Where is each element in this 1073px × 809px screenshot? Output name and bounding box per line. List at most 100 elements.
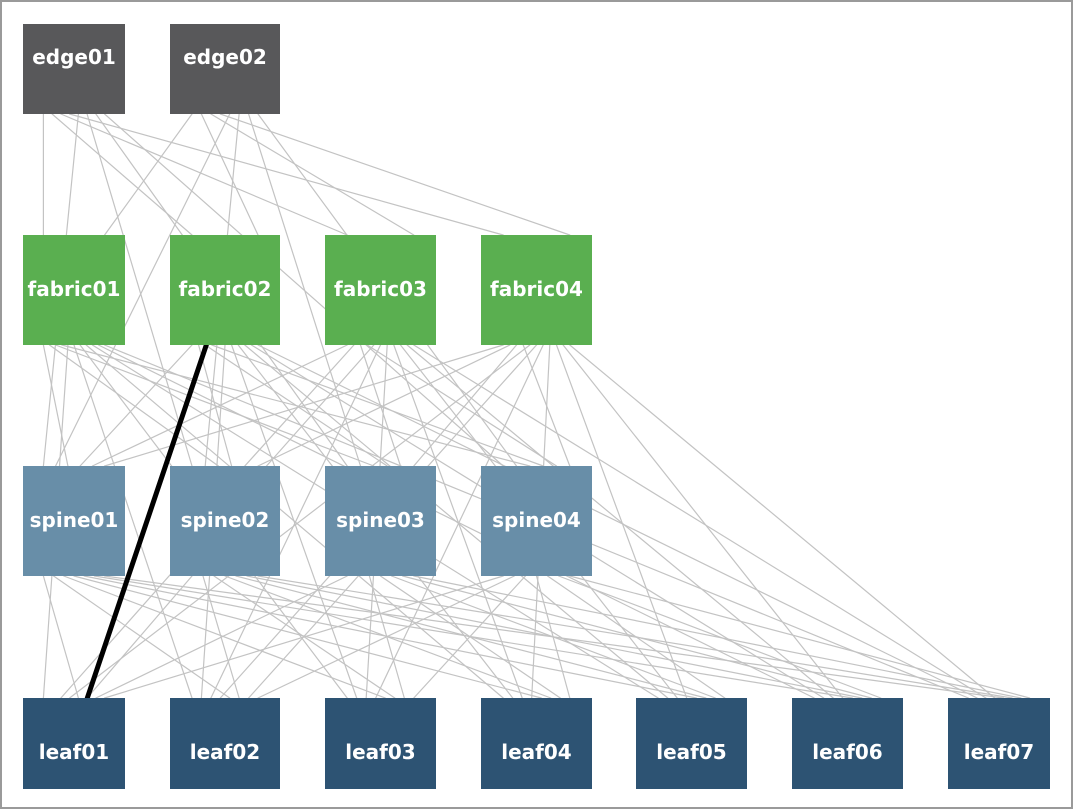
node-box-fabric04[interactable] <box>481 235 592 345</box>
node-label-spine01: spine01 <box>30 508 119 532</box>
node-box-leaf05[interactable] <box>636 698 747 789</box>
link-spine01-leaf05 <box>83 575 697 699</box>
link-spine04-leaf06 <box>558 575 882 699</box>
link-fabric02-spine03 <box>204 344 388 467</box>
link-edge01-fabric04 <box>68 113 504 236</box>
link-fabric02-leaf07 <box>257 344 978 699</box>
link-spine01-leaf02 <box>52 575 231 699</box>
node-label-edge02: edge02 <box>183 45 267 69</box>
node-fabric03[interactable]: fabric03 <box>325 235 436 345</box>
link-spine03-leaf07 <box>413 575 1022 699</box>
link-spine03-leaf01 <box>95 575 348 699</box>
node-box-fabric01[interactable] <box>23 235 125 345</box>
node-label-leaf04: leaf04 <box>501 740 571 764</box>
link-edge01-fabric03 <box>60 113 348 236</box>
highlighted-link-fabric02-leaf01 <box>84 342 209 701</box>
node-label-fabric03: fabric03 <box>334 277 427 301</box>
node-box-fabric02[interactable] <box>170 235 280 345</box>
link-fabric01-spine02 <box>48 344 219 467</box>
link-edge02-fabric03 <box>210 113 415 236</box>
node-edge01[interactable]: edge01 <box>23 24 125 114</box>
link-edge02-fabric04 <box>219 113 571 236</box>
link-fabric02-spine04 <box>211 344 544 467</box>
link-fabric03-leaf06 <box>406 344 834 699</box>
link-spine01-leaf01 <box>42 575 80 699</box>
link-fabric02-spine02 <box>198 344 233 467</box>
links-layer <box>42 113 1031 699</box>
node-label-leaf01: leaf01 <box>39 740 109 764</box>
node-fabric02[interactable]: fabric02 <box>170 235 280 345</box>
node-box-fabric03[interactable] <box>325 235 436 345</box>
link-fabric04-leaf05 <box>555 344 688 699</box>
node-box-spine03[interactable] <box>325 466 436 576</box>
link-spine02-leaf04 <box>224 575 552 699</box>
node-label-leaf07: leaf07 <box>964 740 1034 764</box>
node-leaf05[interactable]: leaf05 <box>636 698 747 789</box>
node-label-spine03: spine03 <box>336 508 425 532</box>
node-leaf07[interactable]: leaf07 <box>948 698 1050 789</box>
node-box-spine04[interactable] <box>481 466 592 576</box>
node-label-edge01: edge01 <box>32 45 116 69</box>
node-box-leaf02[interactable] <box>170 698 280 789</box>
node-box-spine02[interactable] <box>170 466 280 576</box>
node-spine03[interactable]: spine03 <box>325 466 436 576</box>
node-spine04[interactable]: spine04 <box>481 466 592 576</box>
node-box-leaf07[interactable] <box>948 698 1050 789</box>
link-edge01-spine02 <box>86 113 193 467</box>
node-box-edge01[interactable] <box>23 24 125 114</box>
link-edge01-fabric02 <box>51 113 193 236</box>
node-label-fabric01: fabric01 <box>28 277 121 301</box>
link-fabric02-leaf03 <box>231 344 358 699</box>
node-box-leaf06[interactable] <box>792 698 903 789</box>
link-edge02-spine03 <box>248 113 362 467</box>
node-label-leaf05: leaf05 <box>656 740 726 764</box>
link-spine04-leaf04 <box>535 575 571 699</box>
link-fabric03-leaf02 <box>210 344 382 699</box>
node-leaf04[interactable]: leaf04 <box>481 698 592 789</box>
link-spine04-leaf01 <box>103 575 504 699</box>
link-fabric02-leaf05 <box>244 344 669 699</box>
node-box-leaf03[interactable] <box>325 698 436 789</box>
link-fabric03-spine02 <box>244 344 355 467</box>
node-leaf01[interactable]: leaf01 <box>23 698 125 789</box>
link-edge01-spine04 <box>103 113 504 467</box>
node-label-spine04: spine04 <box>492 508 581 532</box>
node-label-leaf02: leaf02 <box>190 740 260 764</box>
link-fabric03-spine01 <box>91 344 348 467</box>
node-label-fabric02: fabric02 <box>179 277 272 301</box>
node-spine01[interactable]: spine01 <box>23 466 125 576</box>
node-label-leaf03: leaf03 <box>345 740 415 764</box>
link-spine02-leaf01 <box>86 575 193 699</box>
node-spine02[interactable]: spine02 <box>170 466 280 576</box>
node-label-spine02: spine02 <box>181 508 270 532</box>
node-leaf02[interactable]: leaf02 <box>170 698 280 789</box>
link-spine04-leaf03 <box>413 575 527 699</box>
node-edge02[interactable]: edge02 <box>170 24 280 114</box>
link-spine01-leaf03 <box>63 575 386 699</box>
link-fabric01-spine01 <box>42 344 69 467</box>
node-label-fabric04: fabric04 <box>490 277 583 301</box>
node-label-leaf06: leaf06 <box>812 740 882 764</box>
link-edge02-fabric02 <box>200 113 259 236</box>
link-fabric04-leaf06 <box>562 344 844 699</box>
link-fabric01-leaf02 <box>73 344 193 699</box>
node-fabric04[interactable]: fabric04 <box>481 235 592 345</box>
node-box-leaf01[interactable] <box>23 698 125 789</box>
node-box-spine01[interactable] <box>23 466 125 576</box>
node-leaf03[interactable]: leaf03 <box>325 698 436 789</box>
node-leaf06[interactable]: leaf06 <box>792 698 903 789</box>
link-fabric03-leaf07 <box>413 344 987 699</box>
nodes-layer: edge01 edge02 fabric01 fabric02 fabric03 fabr… <box>23 24 1050 789</box>
node-fabric01[interactable]: fabric01 <box>23 235 125 345</box>
highlight-layer <box>84 342 209 701</box>
link-fabric03-leaf04 <box>393 344 523 699</box>
link-fabric02-spine01 <box>79 344 193 467</box>
node-box-edge02[interactable] <box>170 24 280 114</box>
link-edge02-spine01 <box>54 113 231 467</box>
link-fabric03-spine04 <box>366 344 558 467</box>
node-box-leaf04[interactable] <box>481 698 592 789</box>
link-fabric04-leaf07 <box>569 344 996 699</box>
link-spine01-leaf06 <box>93 575 853 699</box>
